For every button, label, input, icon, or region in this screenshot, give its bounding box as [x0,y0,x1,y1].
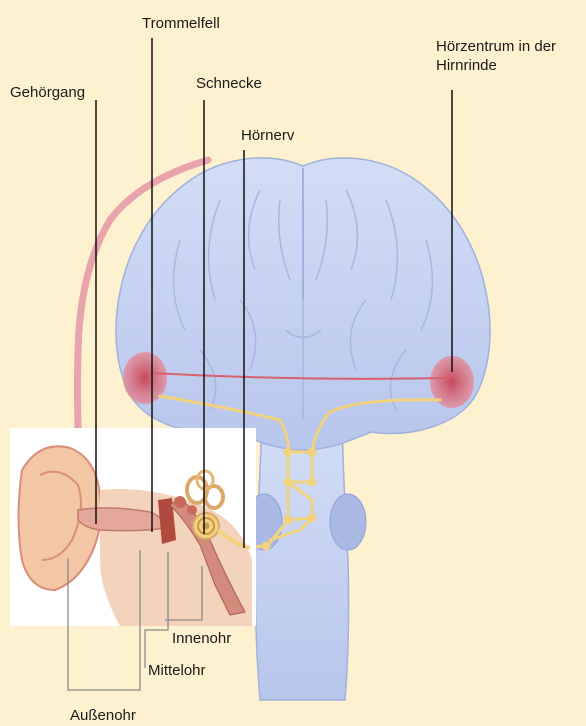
label-gehoergang: Gehörgang [10,83,85,102]
label-trommelfell: Trommelfell [142,14,220,33]
cerebellum-right [330,494,366,550]
label-mittelohr: Mittelohr [148,661,206,680]
label-innenohr: Innenohr [172,629,231,648]
label-hoerzentrum: Hörzentrum in der Hirnrinde [436,37,581,75]
label-aussenohr: Außenohr [70,706,136,725]
brain-stem [255,425,349,700]
label-schnecke: Schnecke [196,74,262,93]
label-hoernerv: Hörnerv [241,126,294,145]
